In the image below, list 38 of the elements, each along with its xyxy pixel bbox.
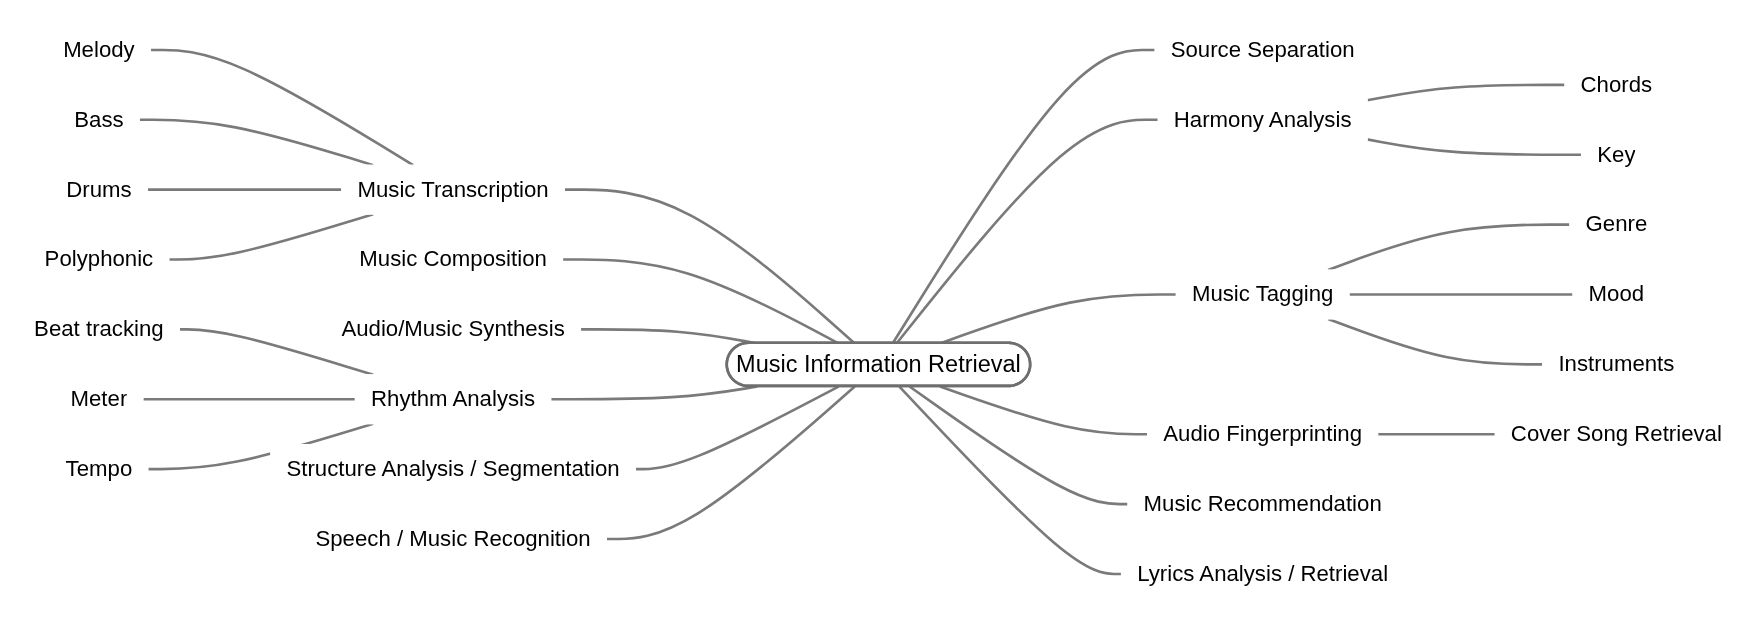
node-text: Rhythm Analysis — [371, 386, 536, 412]
node-text: Polyphonic — [44, 246, 154, 272]
node-text: Source Separation — [1170, 37, 1355, 63]
connector — [150, 48, 414, 167]
node-text: Music Tagging — [1191, 281, 1334, 307]
node-text: Music Recommendation — [1143, 491, 1382, 517]
node-text: Instruments — [1558, 351, 1675, 377]
connector — [606, 385, 856, 541]
connector — [939, 385, 1148, 436]
node-text: Speech / Music Recognition — [315, 526, 591, 552]
node-text: Chords — [1580, 72, 1653, 98]
node-text: Bass — [74, 107, 124, 132]
connector — [898, 385, 1122, 576]
connector — [142, 398, 356, 401]
connector — [1327, 223, 1570, 272]
connector — [1377, 432, 1496, 436]
node-text: Harmony Analysis — [1173, 107, 1352, 132]
node-text: Genre — [1585, 211, 1648, 237]
node-text: Audio Fingerprinting — [1163, 421, 1363, 447]
connector — [550, 385, 758, 401]
node-text: Audio/Music Synthesis — [341, 316, 565, 342]
connector — [147, 188, 342, 192]
connector — [908, 385, 1128, 506]
connector — [1349, 293, 1573, 296]
connector — [139, 118, 374, 167]
node-text: Mood — [1588, 281, 1645, 307]
node-text: Music Composition — [359, 246, 547, 272]
node-text: Drums — [66, 177, 132, 202]
node-text: Melody — [63, 37, 135, 63]
node-text: Cover Song Retrieval — [1510, 421, 1722, 447]
connector — [635, 385, 840, 471]
node-text: Tempo — [65, 456, 133, 482]
node-text: Lyrics Analysis / Retrieval — [1137, 561, 1389, 587]
node-text: Music Transcription — [357, 177, 549, 202]
connector — [564, 188, 856, 345]
node-text: Meter — [70, 386, 128, 412]
node-text: Beat tracking — [34, 316, 164, 342]
node-text: Key — [1597, 142, 1636, 167]
